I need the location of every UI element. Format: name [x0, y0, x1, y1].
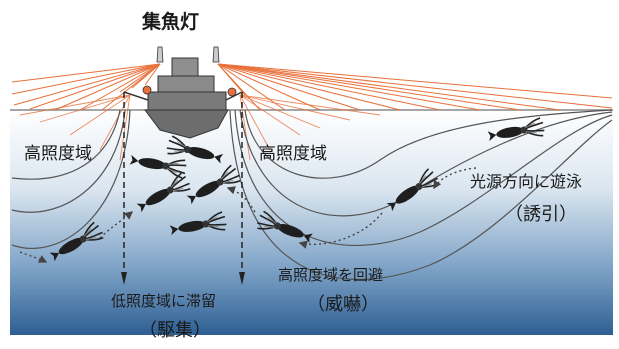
illuminance-contours — [11, 109, 613, 281]
fishing-ship — [123, 46, 243, 139]
hanging-lines — [121, 92, 245, 285]
avoid-term: （威嚇） — [307, 294, 379, 315]
stay-label: 低照度域に滞留 — [111, 292, 217, 310]
lamp-icon — [156, 46, 164, 63]
high-illuminance-zone-right: 高照度域 — [259, 144, 327, 164]
stay-term: （駆集） — [139, 320, 211, 341]
sea-water — [10, 110, 613, 335]
movement-arrows — [19, 167, 477, 263]
avoid-label: 高照度域を回避 — [278, 266, 384, 284]
fishing-light-label: 集魚灯 — [142, 11, 200, 33]
attract-label: 光源方向に遊泳 — [470, 172, 583, 191]
lamp-icon — [212, 46, 220, 63]
attract-term: （誘引） — [505, 204, 577, 225]
high-illuminance-zone-left: 高照度域 — [24, 144, 92, 164]
